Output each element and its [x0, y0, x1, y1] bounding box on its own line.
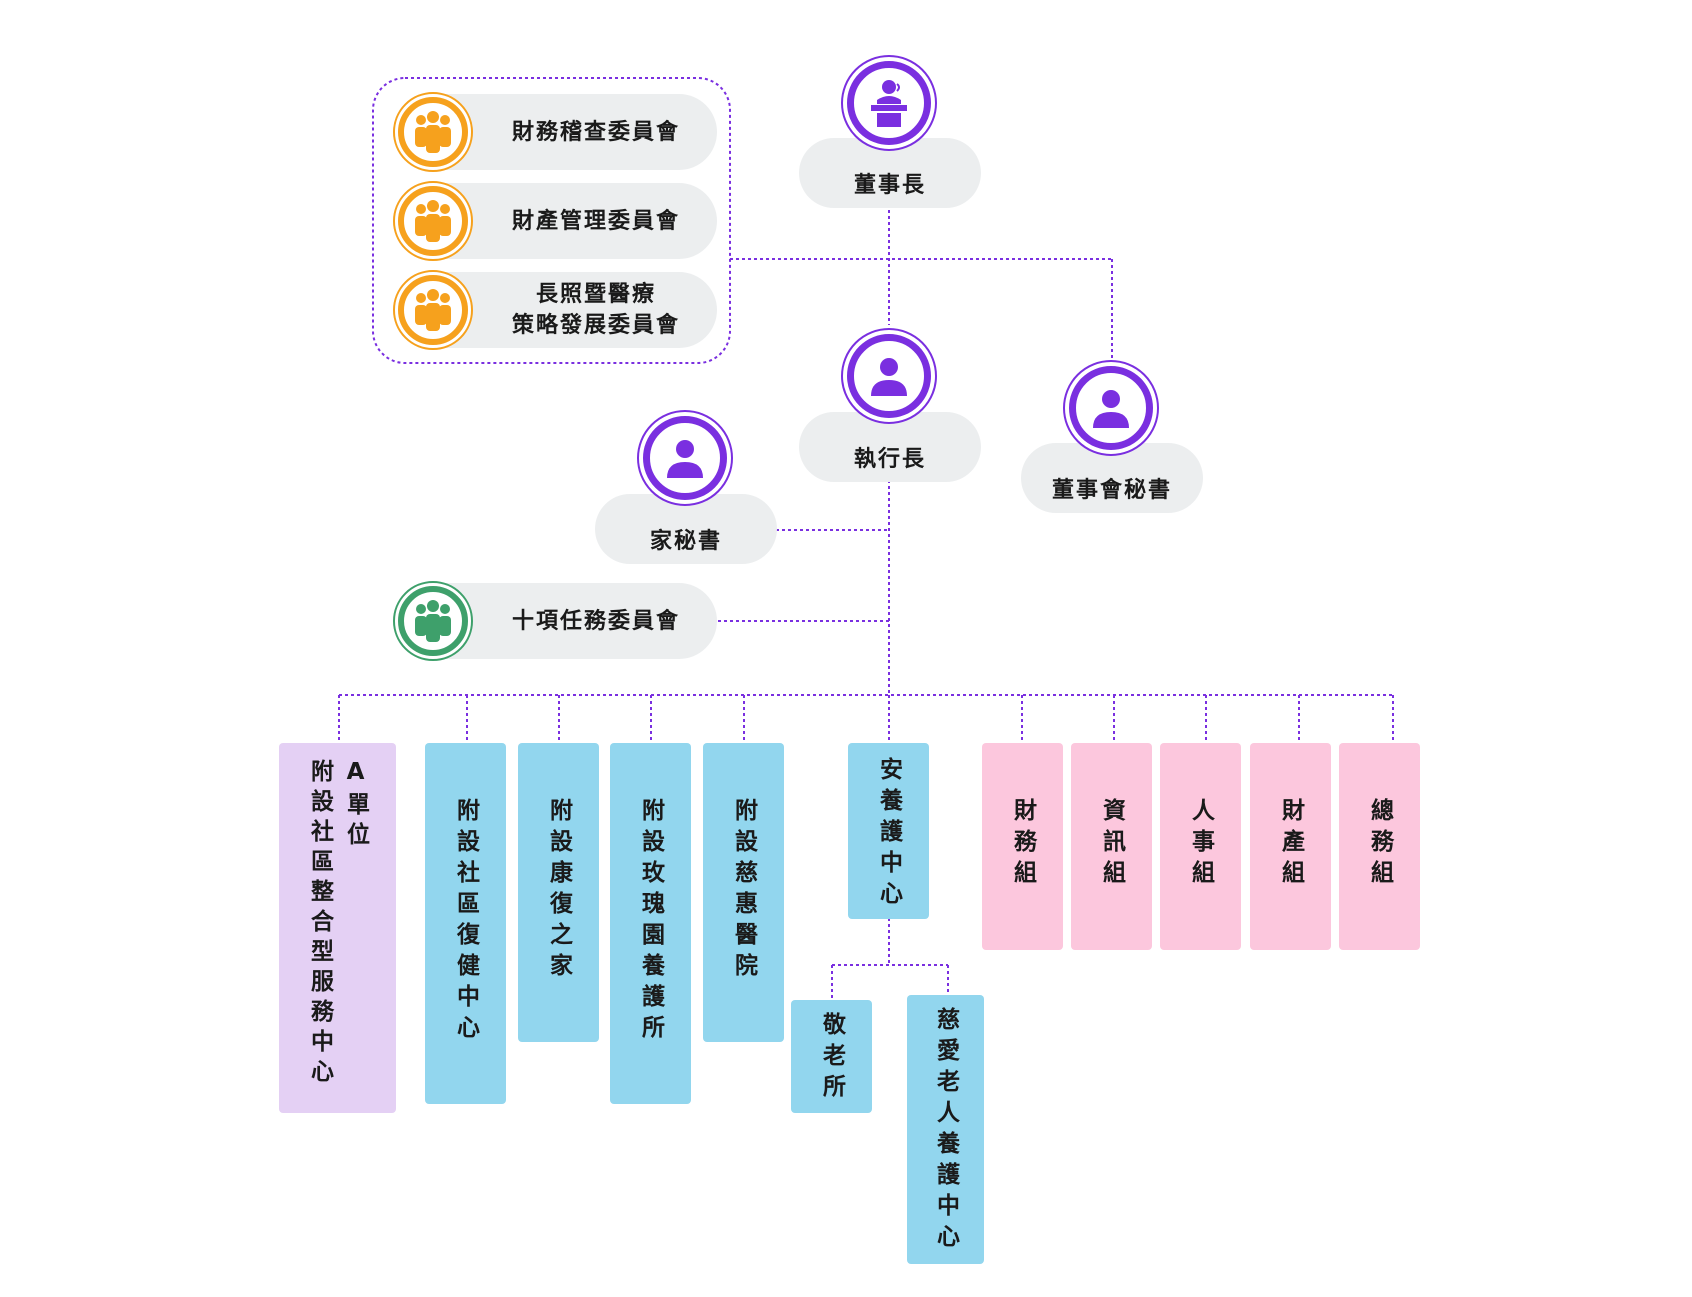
unit-anyang-center-label: 安養護中心 [875, 757, 902, 912]
person-icon [871, 358, 907, 396]
board-secretary-node[interactable]: 董事會秘書 [1021, 443, 1203, 513]
group-people-icon [415, 111, 451, 153]
podium-speaker-icon [871, 80, 907, 127]
ten-task-committee-badge [393, 581, 473, 661]
committee-finance-audit-label: 財務稽查委員會 [511, 119, 680, 145]
committee-property-management-badge [393, 181, 473, 261]
unit-rose-garden[interactable]: 附設玫瑰園養護所 [610, 743, 691, 1104]
unit-property-section[interactable]: 財產組 [1250, 743, 1331, 950]
unit-finance-section-label: 財務組 [1009, 798, 1036, 891]
committee-longterm-strategy[interactable]: 長照暨醫療 策略發展委員會 [393, 270, 717, 350]
board-secretary-label: 董事會秘書 [1051, 478, 1172, 503]
ceo-avatar [841, 328, 937, 424]
committee-longterm-strategy-line1: 長照暨醫療 [535, 282, 656, 307]
unit-a-community-service-center-label: 附設社區整合型服務中心 [306, 759, 333, 1089]
group-people-icon [415, 200, 451, 242]
person-icon [1093, 390, 1129, 428]
unit-elder-home-label: 敬老所 [818, 1012, 845, 1105]
board-secretary-avatar [1063, 360, 1159, 456]
committee-property-management[interactable]: 財產管理委員會 [393, 181, 717, 261]
committee-longterm-strategy-line2: 策略發展委員會 [511, 313, 680, 338]
unit-general-affairs-section-label: 總務組 [1366, 798, 1393, 891]
family-secretary-label: 家秘書 [649, 529, 722, 554]
group-people-icon [415, 289, 451, 331]
committee-finance-audit-badge [393, 92, 473, 172]
unit-finance-section[interactable]: 財務組 [982, 743, 1063, 950]
unit-kangfu-home-label: 附設康復之家 [545, 798, 572, 984]
unit-community-rehab-center[interactable]: 附設社區復健中心 [425, 743, 506, 1104]
unit-ciai-center-label: 慈愛老人養護中心 [932, 1007, 959, 1255]
unit-anyang-center[interactable]: 安養護中心 [848, 743, 929, 919]
ten-task-committee[interactable]: 十項任務委員會 [393, 581, 717, 661]
chairman-label: 董事長 [853, 173, 926, 198]
committee-finance-audit[interactable]: 財務稽查委員會 [393, 92, 717, 172]
unit-general-affairs-section[interactable]: 總務組 [1339, 743, 1420, 950]
unit-cihui-hospital[interactable]: 附設慈惠醫院 [703, 743, 784, 1042]
unit-info-section-label: 資訊組 [1098, 798, 1125, 891]
unit-personnel-section[interactable]: 人事組 [1160, 743, 1241, 950]
committee-longterm-strategy-label: 長照暨醫療 策略發展委員會 [485, 272, 707, 348]
group-people-icon [415, 600, 451, 642]
unit-a-community-service-center[interactable]: 附設社區整合型服務中心 A單位 [279, 743, 396, 1113]
unit-cihui-hospital-label: 附設慈惠醫院 [730, 798, 757, 984]
unit-info-section[interactable]: 資訊組 [1071, 743, 1152, 950]
unit-kangfu-home[interactable]: 附設康復之家 [518, 743, 599, 1042]
family-secretary-avatar [637, 410, 733, 506]
ten-task-committee-label: 十項任務委員會 [511, 608, 680, 634]
unit-personnel-section-label: 人事組 [1187, 798, 1214, 891]
committee-longterm-strategy-badge [393, 270, 473, 350]
committee-property-management-label: 財產管理委員會 [511, 208, 680, 234]
ceo-label: 執行長 [853, 447, 926, 472]
unit-ciai-center[interactable]: 慈愛老人養護中心 [907, 995, 984, 1264]
unit-property-section-label: 財產組 [1277, 798, 1304, 891]
unit-a-prefix: A單位 [342, 759, 369, 852]
committee-group-frame [372, 77, 731, 364]
unit-elder-home[interactable]: 敬老所 [791, 1000, 872, 1113]
person-icon [667, 440, 703, 478]
unit-rose-garden-label: 附設玫瑰園養護所 [637, 798, 664, 1046]
chairman-avatar [841, 55, 937, 151]
unit-community-rehab-center-label: 附設社區復健中心 [452, 798, 479, 1046]
